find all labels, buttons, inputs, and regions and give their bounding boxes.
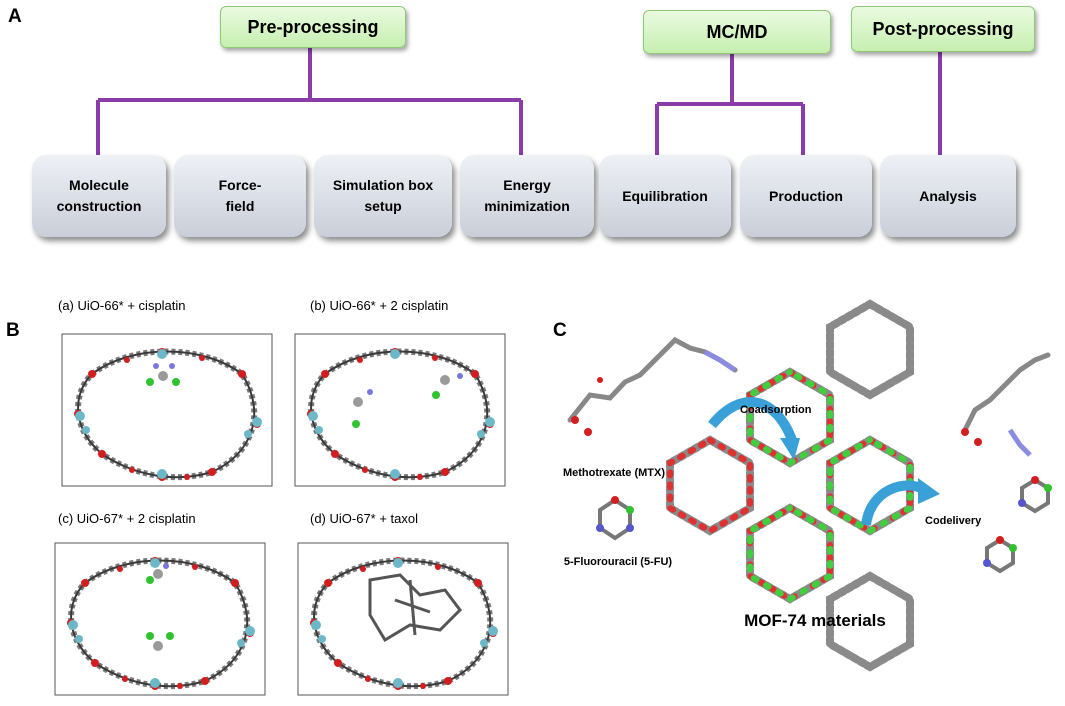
step-simulation-box-setup: Simulation box setup <box>314 155 452 237</box>
mof74-label: MOF-74 materials <box>744 611 886 630</box>
cisplatin-molecules-c <box>146 563 174 651</box>
taxol-molecule <box>368 573 462 643</box>
coadsorption-label: Coadsorption <box>740 404 812 416</box>
caption-b: (b) UiO-66* + 2 cisplatin <box>310 298 448 313</box>
step-label: Equilibration <box>622 187 708 204</box>
pre-processing-header: Pre-processing <box>220 6 406 48</box>
mtx-label: Methotrexate (MTX) <box>563 467 665 479</box>
caption-c: (c) UiO-67* + 2 cisplatin <box>58 511 196 526</box>
panel-b-letter: B <box>6 320 20 341</box>
step-analysis: Analysis <box>880 155 1016 237</box>
step-equilibration: Equilibration <box>599 155 731 237</box>
mtx-molecule-right <box>961 352 1051 457</box>
fu-molecule-left <box>596 496 634 541</box>
coadsorption-arrowhead <box>780 438 800 460</box>
caption-a: (a) UiO-66* + cisplatin <box>58 298 186 313</box>
fu-label: 5-Fluorouracil (5-FU) <box>564 556 673 568</box>
mc-md-header: MC/MD <box>643 10 831 54</box>
step-label: Force- field <box>218 177 262 214</box>
step-molecule-construction: Molecule construction <box>32 155 166 237</box>
mc-md-connector <box>655 52 805 155</box>
panel-a-letter: A <box>8 6 22 27</box>
codelivery-arrowhead <box>918 478 940 504</box>
step-label: Analysis <box>919 187 977 204</box>
coadsorption-arrow <box>708 397 797 442</box>
step-label: Simulation box setup <box>332 177 434 214</box>
mof74-honeycomb <box>666 299 914 672</box>
codelivery-label: Codelivery <box>925 515 982 527</box>
caption-d: (d) UiO-67* + taxol <box>310 511 418 526</box>
step-production: Production <box>740 155 872 237</box>
step-energy-minimization: Energy minimization <box>460 155 594 237</box>
fu-molecule-right-1 <box>1018 476 1052 514</box>
pre-processing-connector <box>96 48 523 165</box>
post-processing-header: Post-processing <box>851 6 1035 52</box>
cisplatin-molecule-a <box>146 363 180 386</box>
step-label: Production <box>769 187 843 204</box>
mtx-molecule-left <box>567 336 738 436</box>
step-label: Energy minimization <box>484 177 570 214</box>
step-force-field: Force- field <box>174 155 306 237</box>
cisplatin-molecules-b <box>352 373 463 428</box>
step-label: Molecule construction <box>56 177 142 214</box>
fu-molecule-right-2 <box>983 536 1017 574</box>
panel-c-letter: C <box>553 320 567 341</box>
